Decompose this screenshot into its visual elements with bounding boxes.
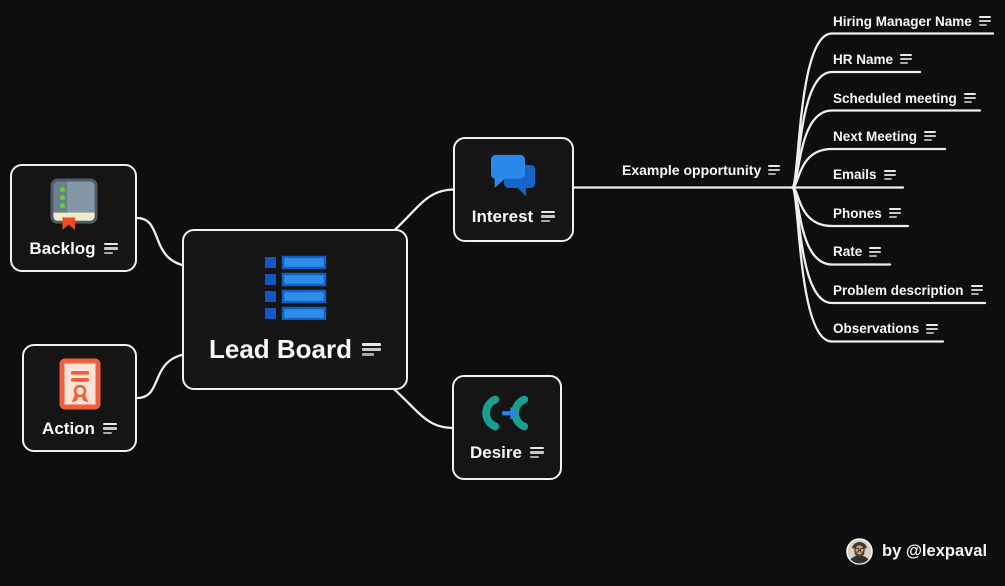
node-backlog[interactable]: Backlog	[10, 164, 137, 272]
notes-icon[interactable]	[869, 246, 882, 257]
topic-scheduled-meeting[interactable]: Scheduled meeting	[833, 89, 976, 107]
notes-icon[interactable]	[900, 54, 913, 64]
notes-icon[interactable]	[541, 210, 556, 223]
topic-problem-description[interactable]: Problem description	[833, 281, 983, 299]
notes-icon[interactable]	[362, 342, 382, 357]
topic-label: Emails	[833, 167, 877, 182]
node-desire-label: Desire	[470, 442, 522, 462]
notes-icon[interactable]	[970, 285, 983, 295]
notes-icon[interactable]	[768, 165, 781, 175]
topic-hr-name[interactable]: HR Name	[833, 50, 913, 68]
topic-phones[interactable]: Phones	[833, 204, 901, 222]
edge-child-next-meeting	[790, 147, 947, 189]
list-icon	[265, 255, 327, 320]
notes-icon[interactable]	[102, 422, 117, 435]
topic-label: Rate	[833, 244, 863, 259]
topic-hiring-manager-name[interactable]: Hiring Manager Name	[833, 12, 991, 30]
book-icon	[49, 178, 98, 230]
phone-transfer-icon	[482, 395, 529, 430]
author-credit: by @lexpaval	[846, 538, 987, 565]
topic-observations[interactable]: Observations	[833, 320, 939, 338]
node-backlog-label: Backlog	[29, 238, 96, 258]
topic-example-opportunity-label: Example opportunity	[622, 162, 762, 178]
node-interest-label: Interest	[471, 206, 534, 226]
chat-bubbles-icon	[490, 154, 535, 196]
notes-icon[interactable]	[924, 131, 937, 141]
topic-label: HR Name	[833, 51, 894, 67]
notes-icon[interactable]	[883, 169, 896, 180]
topic-label: Problem description	[833, 282, 964, 298]
notes-icon[interactable]	[529, 446, 544, 459]
node-root-lead-board[interactable]: Lead Board	[182, 229, 408, 390]
node-desire[interactable]: Desire	[452, 375, 562, 480]
node-root-label: Lead Board	[208, 334, 353, 364]
node-action[interactable]: Action	[22, 344, 137, 452]
edge-child-observations	[790, 186, 945, 343]
topic-label: Phones	[833, 205, 882, 221]
certificate-icon	[59, 358, 100, 409]
topic-label: Next Meeting	[833, 128, 918, 144]
node-action-label: Action	[42, 418, 95, 438]
topic-rate[interactable]: Rate	[833, 243, 882, 261]
topic-emails[interactable]: Emails	[833, 166, 896, 184]
notes-icon[interactable]	[978, 16, 991, 26]
notes-icon[interactable]	[888, 208, 901, 218]
topic-label: Observations	[833, 321, 920, 336]
topic-next-meeting[interactable]: Next Meeting	[833, 127, 937, 145]
avatar	[846, 538, 873, 565]
topic-label: Hiring Manager Name	[833, 13, 972, 29]
notes-icon[interactable]	[103, 242, 118, 255]
notes-icon[interactable]	[963, 93, 976, 103]
notes-icon[interactable]	[926, 323, 939, 334]
topic-label: Scheduled meeting	[833, 90, 957, 106]
node-interest[interactable]: Interest	[453, 137, 574, 242]
topic-example-opportunity[interactable]: Example opportunity	[622, 161, 781, 179]
author-credit-label: by @lexpaval	[882, 542, 988, 560]
